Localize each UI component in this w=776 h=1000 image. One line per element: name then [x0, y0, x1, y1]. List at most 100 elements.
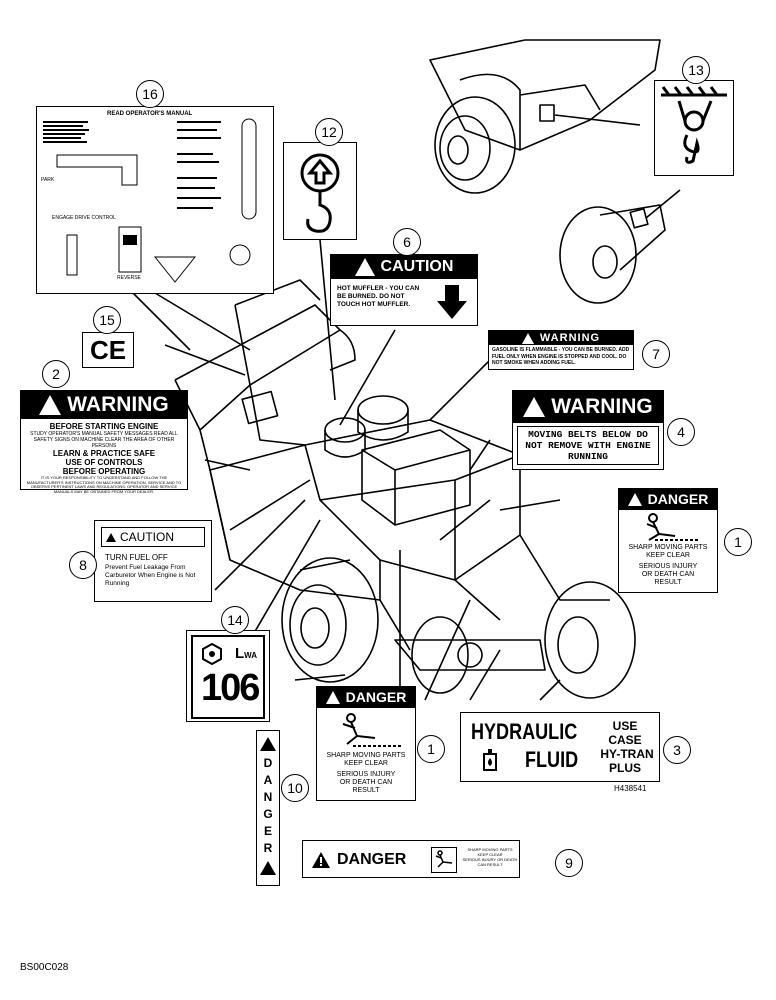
- callout-10: 10: [281, 774, 309, 802]
- warning-triangle-icon: [627, 492, 642, 506]
- callout-13: 13: [682, 56, 710, 84]
- decal-4-header-text: WARNING: [551, 395, 653, 418]
- decal-8-caution-fuel: CAUTION TURN FUEL OFF Prevent Fuel Leaka…: [94, 520, 212, 602]
- arrow-down-icon: [437, 285, 467, 319]
- decal-1a-header-text: DANGER: [647, 491, 709, 507]
- decal-2-warning-before-starting: WARNING BEFORE STARTING ENGINE STUDY OPE…: [20, 390, 188, 493]
- decal-10-letter: N: [263, 790, 273, 804]
- warning-triangle-icon: [260, 737, 276, 751]
- decal-12-lift-point: [283, 142, 357, 240]
- callout-15: 15: [93, 306, 121, 334]
- decal-1b-line2: KEEP CLEAR: [344, 760, 388, 767]
- decal-3-part-number: H438541: [614, 784, 647, 793]
- decal-16-title: READ OPERATOR'S MANUAL: [107, 111, 193, 117]
- decal-1b-line1: SHARP MOVING PARTS: [326, 752, 406, 759]
- decal-14-lwa: LWA: [235, 645, 257, 662]
- decal-6-header: CAUTION: [331, 255, 477, 279]
- decal-1b-header-text: DANGER: [345, 689, 407, 705]
- decal-3-case: CASE: [608, 733, 642, 747]
- warning-triangle-icon: [39, 395, 62, 415]
- entanglement-hazard-icon: [435, 850, 453, 868]
- warning-triangle-icon: [260, 861, 276, 875]
- warning-triangle-icon: [523, 397, 546, 417]
- decal-1b-line3: SERIOUS INJURY OR DEATH CAN RESULT: [336, 771, 396, 794]
- decal-4-header: WARNING: [513, 391, 663, 423]
- decal-15-ce-mark: CE: [82, 332, 134, 368]
- decal-10-vertical-danger: D A N G E R: [256, 730, 280, 886]
- decal-8-line2: Prevent Fuel Leakage From Carburetor Whe…: [105, 564, 196, 587]
- decal-7-header-text: WARNING: [539, 332, 601, 344]
- decal-7-warning-gasoline: WARNING GASOLINE IS FLAMMABLE - YOU CAN …: [488, 330, 634, 370]
- decal-16-park-label: PARK: [41, 177, 55, 183]
- callout-1b: 1: [417, 735, 445, 763]
- decal-2-line3: LEARN & PRACTICE SAFE USE OF CONTROLS BE…: [52, 449, 156, 476]
- decal-14-inner: LWA 106: [191, 635, 265, 719]
- warning-triangle-icon: [354, 258, 375, 276]
- callout-12: 12: [315, 118, 343, 146]
- decal-16-reverse-label: REVERSE: [117, 275, 141, 281]
- decal-4-warning-moving-belts: WARNING MOVING BELTS BELOW DO NOT REMOVE…: [512, 390, 664, 470]
- decal-3-line2: FLUID: [525, 747, 579, 772]
- decal-9-line3: SERIOUS INJURY OR DEATH CAN RESULT: [462, 857, 518, 867]
- decal-10-letter: D: [263, 756, 273, 770]
- decal-1a-line3: SERIOUS INJURY OR DEATH CAN RESULT: [638, 563, 698, 586]
- entanglement-hazard-icon: [342, 713, 401, 747]
- decal-1a-line1: SHARP MOVING PARTS: [628, 544, 708, 551]
- decal-1a-danger-sharp-parts: DANGER SHARP MOVING PARTS KEEP CLEAR SER…: [618, 488, 718, 593]
- decal-9-text: SHARP MOVING PARTS KEEP CLEAR SERIOUS IN…: [461, 847, 519, 867]
- decal-13-tie-down: [654, 80, 734, 176]
- decal-8-header: CAUTION: [101, 527, 205, 547]
- decal-2-header-text: WARNING: [67, 393, 169, 416]
- decal-8-line1: TURN FUEL OFF: [105, 553, 168, 562]
- decal-14-value: 106: [201, 667, 260, 709]
- decal-1a-header: DANGER: [618, 488, 718, 510]
- decal-4-text: MOVING BELTS BELOW DO NOT REMOVE WITH EN…: [517, 426, 659, 465]
- decal-9-line1: SHARP MOVING PARTS: [467, 847, 513, 852]
- callout-8: 8: [69, 551, 97, 579]
- callout-4: 4: [667, 418, 695, 446]
- callout-2: 2: [42, 360, 70, 388]
- decal-1b-danger-sharp-parts: DANGER SHARP MOVING PARTS KEEP CLEAR SER…: [316, 686, 416, 801]
- decal-6-header-text: CAUTION: [380, 258, 454, 275]
- decal-6-text: HOT MUFFLER - YOU CAN BE BURNED. DO NOT …: [337, 285, 420, 308]
- decal-10-letter: E: [263, 824, 272, 838]
- warning-triangle-icon: [312, 852, 330, 868]
- warning-triangle-icon: [521, 332, 534, 344]
- decal-3-use: USE: [612, 719, 638, 733]
- callout-7: 7: [642, 340, 670, 368]
- decal-14-sound-power: LWA 106: [186, 630, 270, 722]
- decal-16-drive-control-label: ENGAGE DRIVE CONTROL: [52, 215, 116, 221]
- warning-triangle-icon: [325, 690, 340, 704]
- callout-14: 14: [221, 606, 249, 634]
- decal-8-header-text: CAUTION: [120, 530, 174, 544]
- entanglement-hazard-icon: [646, 513, 699, 541]
- tie-down-icon: [661, 86, 727, 164]
- sound-power-icon: [202, 643, 222, 665]
- decal-14-l: L: [235, 645, 245, 662]
- lift-hook-icon: [300, 153, 340, 233]
- decal-2-header: WARNING: [21, 391, 187, 419]
- decal-3-plus: PLUS: [608, 761, 641, 775]
- decal-10-letters: D A N G E R: [257, 755, 279, 857]
- decal-14-wa: WA: [244, 651, 258, 660]
- decal-9-header: DANGER: [337, 851, 407, 868]
- decal-9-line2: KEEP CLEAR: [477, 852, 503, 857]
- decal-10-letter: R: [263, 841, 273, 855]
- callout-1a: 1: [724, 528, 752, 556]
- decal-7-text: GASOLINE IS FLAMMABLE - YOU CAN BE BURNE…: [492, 347, 630, 366]
- oil-can-icon: [483, 749, 497, 771]
- decal-2-line2: STUDY OPERATOR'S MANUAL SAFETY MESSAGES …: [30, 431, 178, 449]
- decal-4-text-body: MOVING BELTS BELOW DO NOT REMOVE WITH EN…: [525, 429, 651, 462]
- ce-mark-text: CE: [89, 334, 127, 365]
- callout-9: 9: [555, 849, 583, 877]
- decal-9-icon-box: [431, 847, 457, 873]
- callout-6: 6: [393, 228, 421, 256]
- decal-9-horizontal-danger: DANGER SHARP MOVING PARTS KEEP CLEAR SER…: [302, 840, 520, 878]
- decal-3-hydraulic-fluid: HYDRAULIC FLUID USE CASE HY-TRAN PLUS: [460, 712, 660, 782]
- figure-code: BS00C028: [20, 962, 69, 973]
- decal-1a-body: SHARP MOVING PARTS KEEP CLEAR SERIOUS IN…: [618, 510, 718, 593]
- control-handle-diagram: [43, 118, 257, 283]
- decal-3-hytran: HY-TRAN: [600, 747, 654, 761]
- callout-3: 3: [663, 736, 691, 764]
- decal-2-line1: BEFORE STARTING ENGINE: [49, 422, 159, 431]
